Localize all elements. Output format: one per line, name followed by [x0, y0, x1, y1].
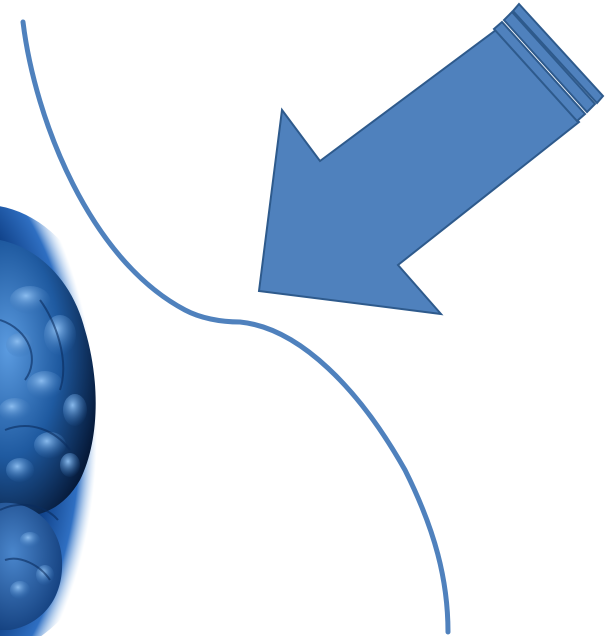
arrow-icon: [259, 4, 603, 314]
brain-icon: [0, 205, 125, 636]
